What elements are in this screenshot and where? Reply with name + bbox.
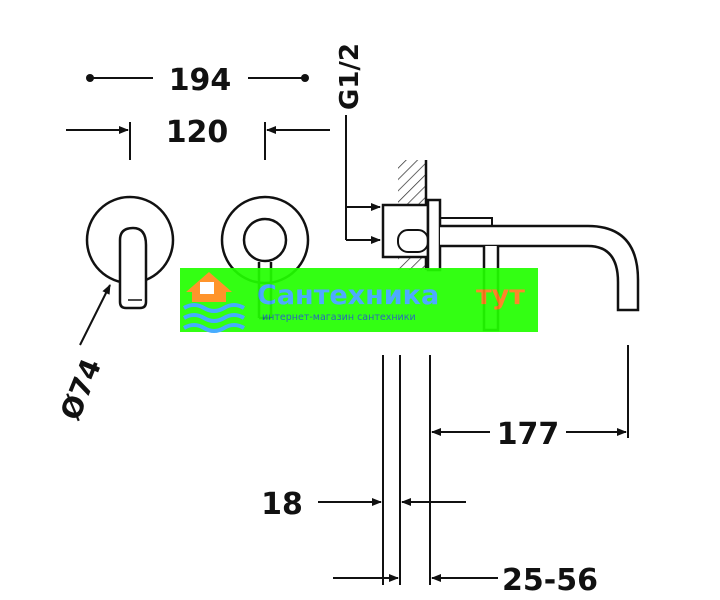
rosette-diameter-label: Ø74 — [54, 354, 108, 425]
watermark-brand-accent: тут — [476, 280, 525, 311]
wall-adjustment-label: 25-56 — [502, 563, 598, 598]
watermark-band — [180, 268, 538, 332]
watermark-brand: Сантехника — [257, 280, 439, 311]
overall-width-label: 194 — [169, 63, 232, 98]
watermark-tagline: интернет-магазин сантехники — [262, 312, 416, 323]
dim-overall-width: 194 — [86, 63, 309, 98]
dim-rosette-diameter: Ø74 — [54, 284, 111, 425]
watermark: Сантехника тут интернет-магазин сантехни… — [180, 268, 538, 333]
thread-leader — [345, 115, 381, 244]
dim-wall-adjustment: 25-56 — [333, 563, 598, 598]
house-logo — [182, 272, 246, 333]
extension-lines — [382, 345, 629, 585]
dim-spout-projection: 177 — [431, 417, 627, 452]
thread-label: G1/2 — [335, 43, 365, 110]
spout-projection-label: 177 — [497, 417, 560, 452]
plate-thickness-label: 18 — [261, 487, 303, 522]
dim-plate-thickness: 18 — [261, 487, 466, 522]
dim-handle-spacing: 120 — [66, 115, 330, 160]
handle-spacing-label: 120 — [166, 115, 229, 150]
left-rosette — [85, 195, 175, 310]
